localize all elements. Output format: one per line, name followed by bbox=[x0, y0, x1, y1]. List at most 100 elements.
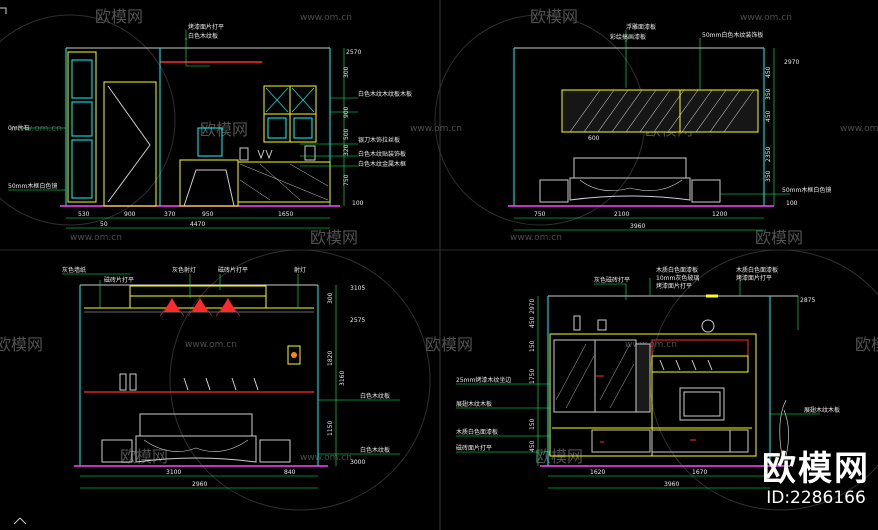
elevation-bottom-right: 灰色磁砖打平 木质白色面漆板 10mm灰色玻璃 烤漆面片打平 木质白色面漆板 烤… bbox=[456, 266, 840, 489]
note-label: 白色木纹板 bbox=[360, 446, 390, 454]
note-label: 木质白色面漆板 bbox=[656, 266, 698, 274]
dimension-label: 350 bbox=[765, 170, 772, 182]
watermark-url: www.om.cn bbox=[10, 124, 62, 134]
dimension-label: 3000 bbox=[350, 459, 365, 466]
dimension-label: 1620 bbox=[590, 469, 605, 476]
note-label: 烤漆面片打平 bbox=[188, 23, 224, 31]
dimension-label: 450 bbox=[765, 66, 772, 78]
note-label: 白色木纹贴装饰板 bbox=[358, 150, 406, 158]
note-label: 烤漆面片打平 bbox=[736, 274, 772, 282]
dimension-label: 450 bbox=[529, 316, 536, 328]
note-label: 展翅木纹木板 bbox=[456, 400, 492, 408]
note-label: 25mm烤漆木纹坐边 bbox=[456, 376, 511, 384]
elevation-top-right: 浮雕面漆板 彩绘搞画漆板 50mm白色木纹装饰板 50mm木框白色镜 600 2… bbox=[508, 23, 831, 231]
note-label: 50mm白色木纹装饰板 bbox=[702, 31, 763, 39]
dimension-label: 370 bbox=[164, 211, 176, 218]
dimension-label: 3100 bbox=[166, 469, 181, 476]
note-label: 烤漆面片打平 bbox=[656, 282, 692, 290]
note-label: 射灯 bbox=[294, 266, 306, 274]
dimension-label: 1750 bbox=[529, 369, 536, 384]
watermark-url: www.om.cn bbox=[840, 124, 878, 134]
dimension-label: 300 bbox=[327, 292, 334, 304]
watermark-url: www.om.cn bbox=[185, 340, 237, 350]
watermark-id: ID:2286166 bbox=[766, 488, 866, 508]
watermark-url: www.om.cn bbox=[510, 233, 562, 243]
dimension-total: 3960 bbox=[630, 223, 645, 230]
watermark-brand: 欧模网 bbox=[200, 120, 248, 139]
dimension-label: 900 bbox=[343, 106, 350, 118]
watermark-logo: 欧模网 bbox=[762, 449, 870, 489]
watermark-brand: 欧模网 bbox=[855, 335, 878, 354]
note-label: 磁砖片打平 bbox=[104, 276, 134, 284]
dimension-label: 500 bbox=[343, 128, 350, 140]
note-label: 10mm灰色玻璃 bbox=[656, 274, 699, 282]
watermark-brand: 欧模网 bbox=[425, 335, 473, 354]
dimension-label: 750 bbox=[343, 174, 350, 186]
dimension-label: 1670 bbox=[692, 469, 707, 476]
dimension-label: 350 bbox=[765, 88, 772, 100]
dimension-label: 530 bbox=[78, 211, 90, 218]
dimension-label: 100 bbox=[352, 200, 364, 207]
dimension-label: 1650 bbox=[278, 211, 293, 218]
dimension-label: 900 bbox=[124, 211, 136, 218]
elevation-top-left: 烤漆面片打平 白色木纹板 白色木纹木纹板木板 银刀木饰拉丝板 白色木纹贴装饰板 … bbox=[8, 23, 412, 229]
note-label: 展翅木纹木板 bbox=[804, 406, 840, 414]
dimension-label: 2970 bbox=[784, 59, 799, 66]
watermark-brand: 欧模网 bbox=[310, 228, 358, 247]
watermark-brand: 欧模网 bbox=[0, 335, 43, 354]
note-label: 灰色墙纸 bbox=[62, 266, 86, 274]
note-label: 0m片石 bbox=[8, 124, 30, 132]
note-label: 木质白色面漆板 bbox=[456, 428, 498, 436]
dimension-label: 840 bbox=[284, 469, 296, 476]
watermark-url: www.om.cn bbox=[625, 340, 677, 350]
note-label: 磁砖面片打平 bbox=[456, 444, 492, 452]
watermark-id-block: 欧模网 ID:2286166 bbox=[762, 441, 870, 508]
watermark-url: www.om.cn bbox=[300, 453, 352, 463]
elevation-bottom-left: 灰色墙纸 磁砖片打平 灰色射灯 磁砖片打平 射灯 白色木纹板 白色木纹板 310… bbox=[62, 266, 400, 489]
note-label: 50mm木框白色镜 bbox=[782, 186, 831, 194]
dimension-label: 3160 bbox=[339, 371, 346, 386]
dimension-label: 320 bbox=[343, 144, 350, 156]
watermark-brand: 欧模网 bbox=[755, 228, 803, 247]
note-label: 灰色射灯 bbox=[172, 266, 196, 274]
dimension-label: 750 bbox=[534, 211, 546, 218]
dimension-total: 4470 bbox=[190, 221, 205, 228]
watermark-url: www.om.cn bbox=[300, 13, 352, 23]
dimension-label: 450 bbox=[529, 440, 536, 452]
note-label: 磁砖片打平 bbox=[218, 266, 248, 274]
dimension-label: 2100 bbox=[614, 211, 629, 218]
dimension-label: 2350 bbox=[765, 147, 772, 162]
note-label: 浮雕面漆板 bbox=[626, 23, 656, 31]
note-label: 银刀木饰拉丝板 bbox=[358, 136, 400, 144]
note-label: 灰色磁砖打平 bbox=[594, 276, 630, 284]
note-label: 白色木纹金属木框 bbox=[358, 160, 406, 168]
dimension-total: 3960 bbox=[664, 481, 679, 488]
dimension-label: 450 bbox=[765, 110, 772, 122]
note-label: 白色木纹板 bbox=[360, 392, 390, 400]
dimension-label: 600 bbox=[588, 135, 600, 142]
dimension-label: 50 bbox=[100, 221, 108, 228]
corner-mark bbox=[0, 7, 7, 14]
note-label: 木质白色面漆板 bbox=[736, 266, 778, 274]
dimension-label: 2875 bbox=[800, 297, 815, 304]
dimension-label: 1200 bbox=[712, 211, 727, 218]
dimension-label: 300 bbox=[343, 66, 350, 78]
watermark-url: www.om.cn bbox=[740, 13, 792, 23]
watermark-brand: 欧模网 bbox=[530, 7, 578, 26]
dimension-label: 950 bbox=[202, 211, 214, 218]
dimension-label: 2570 bbox=[346, 49, 361, 56]
note-label: 彩绘搞画漆板 bbox=[610, 33, 646, 41]
dimension-total: 2960 bbox=[192, 481, 207, 488]
dimension-label: 150 bbox=[529, 340, 536, 352]
dimension-label: 1820 bbox=[327, 351, 334, 366]
dimension-label: 3105 bbox=[350, 285, 365, 292]
note-label: 白色木纹木纹板木板 bbox=[358, 90, 412, 98]
ucs-icon bbox=[13, 517, 27, 525]
watermark-brand: 欧模网 bbox=[120, 447, 168, 466]
dimension-label: 2970 bbox=[529, 299, 536, 314]
dimension-label: 150 bbox=[529, 418, 536, 430]
dimension-label: 1150 bbox=[327, 421, 334, 436]
note-label: 50mm木框白色镜 bbox=[8, 182, 57, 190]
